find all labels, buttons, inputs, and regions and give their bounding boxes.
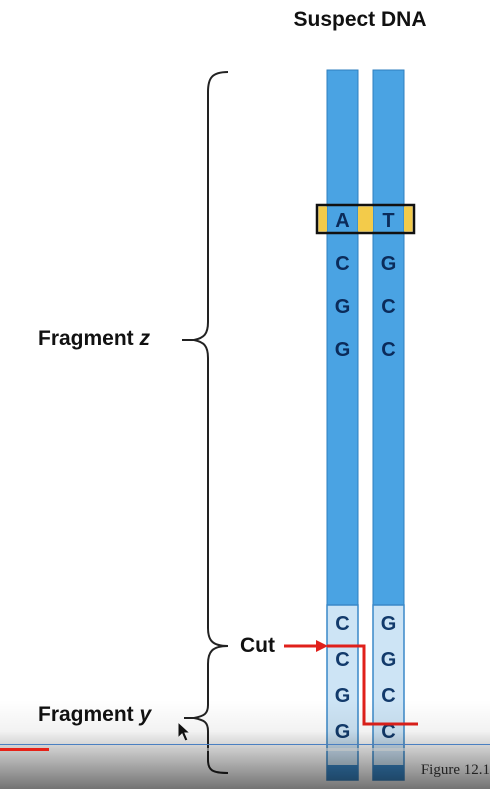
fragment-y-variable: y [139, 703, 152, 726]
base-right: G [381, 649, 397, 671]
base-left: G [335, 296, 351, 318]
left-strand-end [327, 765, 358, 780]
base-right: C [381, 685, 395, 707]
base-right: G [381, 253, 397, 275]
highlight-fill-right [404, 206, 413, 232]
base-right: C [381, 296, 395, 318]
fragment-y-label: Fragment y [38, 703, 151, 727]
base-left: G [335, 721, 351, 743]
fragment-z-variable: z [139, 327, 151, 350]
mouse-cursor-icon [177, 720, 192, 742]
base-right: G [381, 613, 397, 635]
cut-label: Cut [240, 634, 275, 657]
video-progress-line [0, 744, 490, 745]
base-left: G [335, 339, 351, 361]
fragment-z-brace [193, 71, 229, 647]
fragment-y-brace [193, 645, 229, 774]
base-left: C [335, 613, 349, 635]
video-progress-track[interactable] [0, 748, 490, 751]
right-strand-upper [372, 69, 405, 606]
base-left: C [335, 253, 349, 275]
base-left: A [335, 210, 349, 232]
cut-arrow-head [316, 640, 328, 652]
diagram-title: Suspect DNA [293, 8, 427, 31]
fragment-z-label: Fragment z [38, 327, 150, 351]
figure-caption: Figure 12.1 [420, 762, 490, 778]
base-left: G [335, 685, 351, 707]
highlight-fill-left [318, 206, 327, 232]
left-strand-upper [326, 69, 359, 606]
fragment-y-label-text: Fragment [38, 703, 134, 726]
highlight-fill-middle [358, 206, 373, 232]
base-left: C [335, 649, 349, 671]
fragment-z-label-text: Fragment [38, 327, 134, 350]
right-strand-end [373, 765, 404, 780]
base-right: C [381, 339, 395, 361]
base-pair-highlight-box [315, 203, 416, 235]
video-progress-fill[interactable] [0, 748, 49, 751]
base-right: T [382, 210, 394, 232]
